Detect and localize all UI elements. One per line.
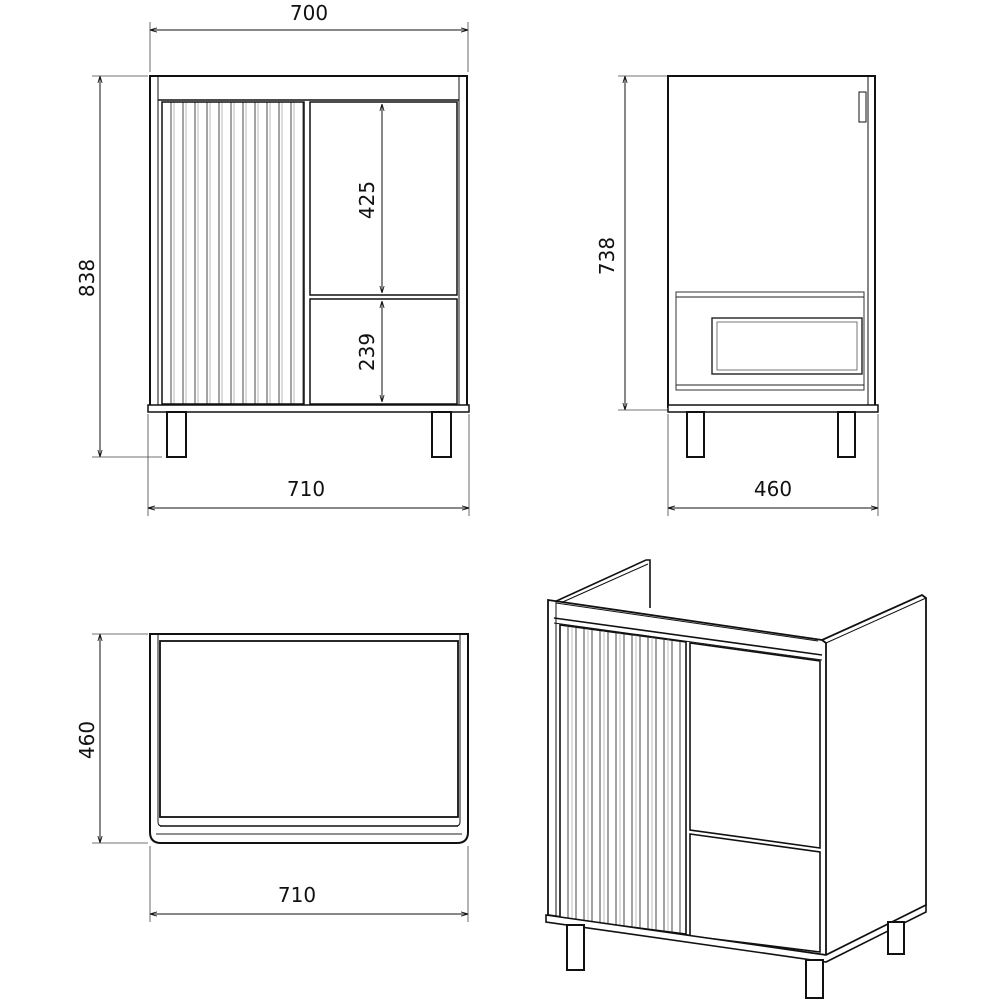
- iso-right-panel: [821, 593, 927, 957]
- front-upper-drawer-label: 425: [355, 181, 379, 219]
- isometric-view: [545, 559, 927, 999]
- side-drawer-box: [711, 317, 863, 375]
- side-front-leg: [686, 411, 705, 458]
- front-view: 700 838 425 239: [75, 1, 470, 516]
- front-right-leg: [431, 411, 452, 458]
- side-handle: [858, 91, 867, 123]
- front-base-width-label: 710: [287, 477, 325, 501]
- iso-lower-drawer: [689, 833, 821, 953]
- front-lower-drawer: [309, 298, 458, 405]
- side-base-plinth: [667, 404, 879, 413]
- iso-back-right-leg: [887, 921, 905, 955]
- top-depth-label: 460: [75, 721, 99, 759]
- front-total-height-dimension: 838: [75, 75, 162, 458]
- top-width-label: 710: [278, 883, 316, 907]
- top-depth-dimension: 460: [75, 633, 148, 844]
- front-fluted-door: [161, 101, 305, 405]
- iso-fluted-door: [559, 624, 687, 935]
- front-left-leg: [166, 411, 187, 458]
- side-drawer-outline: [675, 291, 865, 391]
- iso-upper-drawer: [689, 642, 821, 849]
- side-back-leg: [837, 411, 856, 458]
- front-top-width-dimension: 700: [149, 1, 469, 72]
- front-base-width-dimension: 710: [147, 414, 470, 516]
- iso-front-right-leg: [805, 959, 824, 999]
- side-body-height-dimension: 738: [595, 75, 668, 411]
- top-view: 460 710: [75, 633, 469, 922]
- front-upper-drawer: [309, 101, 458, 296]
- front-total-height-label: 838: [75, 259, 99, 297]
- top-outline: [149, 633, 469, 844]
- side-view: 738 460: [595, 75, 879, 516]
- front-base-plinth: [147, 404, 470, 413]
- top-width-dimension: 710: [149, 846, 469, 922]
- side-depth-label: 460: [754, 477, 792, 501]
- front-lower-drawer-label: 239: [355, 333, 379, 371]
- side-depth-dimension: 460: [667, 414, 879, 516]
- iso-base-plinth: [545, 903, 927, 963]
- side-body-height-label: 738: [595, 237, 619, 275]
- side-panel: [667, 75, 876, 408]
- top-inner-opening: [159, 640, 459, 818]
- iso-front-left-leg: [566, 924, 585, 971]
- front-upper-drawer-dimension: 425: [355, 104, 382, 293]
- front-top-width-label: 700: [290, 1, 328, 25]
- front-lower-drawer-dimension: 239: [355, 301, 382, 402]
